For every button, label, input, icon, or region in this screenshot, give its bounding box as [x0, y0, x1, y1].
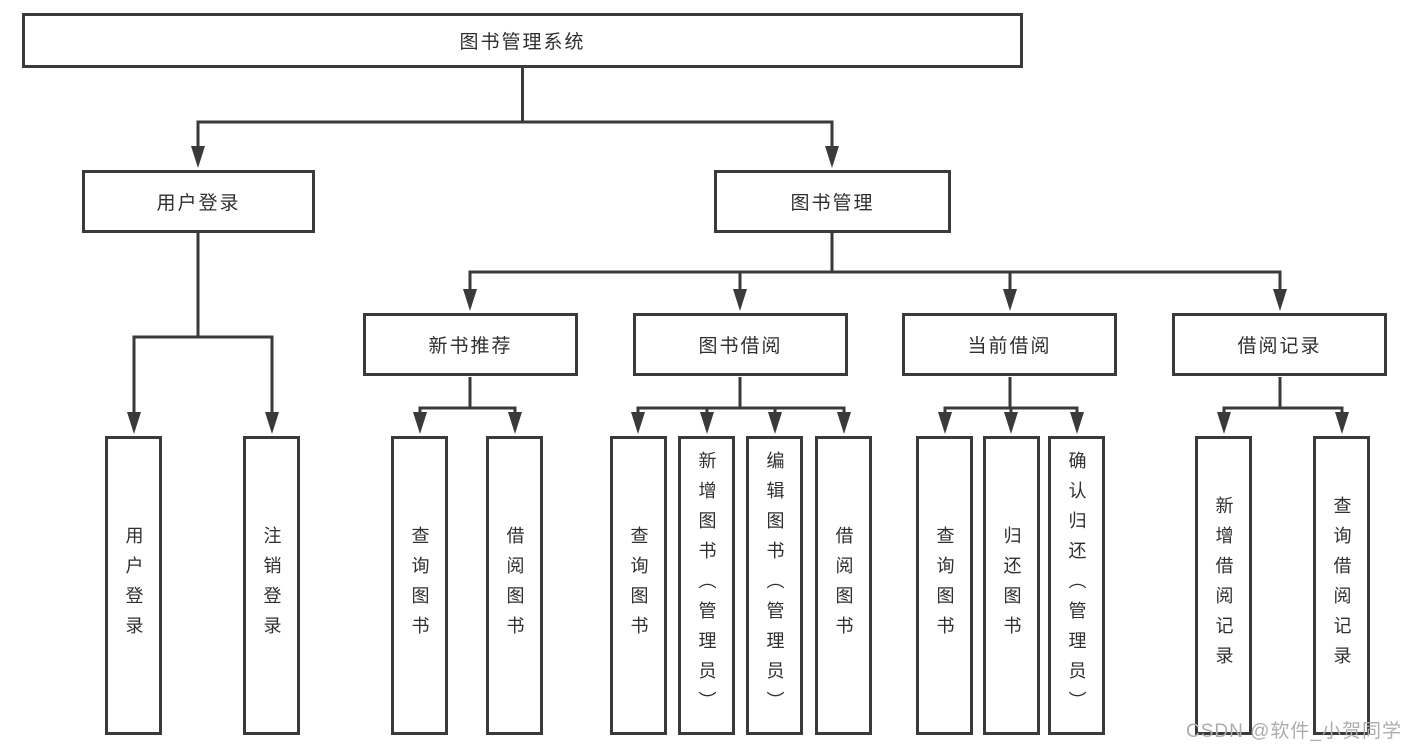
- node-book-borrow: 图书借阅: [633, 313, 848, 376]
- leaf-query-borrow-record: 查询借阅记录: [1313, 436, 1370, 735]
- leaf-borrow-books-recommend: 借阅图书: [486, 436, 543, 735]
- connector-borrow-records-children: [1222, 377, 1344, 414]
- leaf-label: 新增图书（管理员）: [696, 450, 717, 721]
- arrowhead: [1003, 289, 1017, 311]
- leaf-label: 归还图书: [1001, 525, 1022, 646]
- connector-user-login-children: [132, 233, 274, 414]
- arrowhead: [265, 412, 279, 434]
- arrowhead: [191, 146, 205, 168]
- leaf-confirm-return-admin: 确认归还（管理员）: [1048, 436, 1105, 735]
- leaf-label: 用户登录: [123, 525, 144, 646]
- arrowhead: [733, 289, 747, 311]
- node-label: 图书借阅: [698, 336, 783, 357]
- node-label: 当前借阅: [967, 336, 1052, 357]
- connector-book-borrow-children: [636, 377, 846, 414]
- node-user-login: 用户登录: [82, 170, 315, 233]
- arrowhead: [1004, 412, 1018, 434]
- connector-new-book-recommend-children: [418, 377, 517, 414]
- node-book-management: 图书管理: [714, 170, 951, 233]
- leaf-edit-book-admin: 编辑图书（管理员）: [746, 436, 803, 735]
- connector-book-management-children: [468, 233, 1282, 291]
- node-new-book-recommend: 新书推荐: [363, 313, 578, 376]
- leaf-query-books-current: 查询图书: [916, 436, 973, 735]
- leaf-label: 查询图书: [409, 525, 430, 646]
- connector-root-to-level2: [196, 68, 834, 148]
- arrowhead: [837, 412, 851, 434]
- node-library-management-system: 图书管理系统: [22, 13, 1023, 68]
- arrowhead: [1273, 289, 1287, 311]
- leaf-return-book: 归还图书: [983, 436, 1040, 735]
- csdn-watermark: CSDN @软件_小贺同学: [1186, 721, 1402, 742]
- node-borrow-records: 借阅记录: [1172, 313, 1387, 376]
- node-label: 图书管理系统: [459, 32, 586, 53]
- leaf-label: 查询借阅记录: [1331, 495, 1352, 676]
- node-label: 图书管理: [790, 193, 875, 214]
- leaf-borrow-books: 借阅图书: [815, 436, 872, 735]
- arrowhead: [508, 412, 522, 434]
- leaf-label: 新增借阅记录: [1213, 495, 1234, 676]
- leaf-label: 注销登录: [261, 525, 282, 646]
- leaf-logout: 注销登录: [243, 436, 300, 735]
- leaf-label: 借阅图书: [504, 525, 525, 646]
- node-label: 新书推荐: [428, 336, 513, 357]
- leaf-query-books-recommend: 查询图书: [391, 436, 448, 735]
- leaf-user-login: 用户登录: [105, 436, 162, 735]
- arrowhead: [413, 412, 427, 434]
- arrowhead: [825, 146, 839, 168]
- leaf-label: 确认归还（管理员）: [1066, 450, 1087, 721]
- arrowhead: [700, 412, 714, 434]
- node-current-borrow: 当前借阅: [902, 313, 1117, 376]
- arrowhead: [1217, 412, 1231, 434]
- arrowhead: [938, 412, 952, 434]
- leaf-label: 查询图书: [934, 525, 955, 646]
- arrowhead: [768, 412, 782, 434]
- connector-current-borrow-children: [943, 377, 1079, 414]
- arrowhead: [631, 412, 645, 434]
- arrowhead: [1335, 412, 1349, 434]
- node-label: 借阅记录: [1237, 336, 1322, 357]
- arrowhead: [1070, 412, 1084, 434]
- leaf-query-books-borrow: 查询图书: [610, 436, 667, 735]
- leaf-add-borrow-record: 新增借阅记录: [1195, 436, 1252, 735]
- arrowhead: [127, 412, 141, 434]
- leaf-label: 借阅图书: [833, 525, 854, 646]
- leaf-label: 查询图书: [628, 525, 649, 646]
- leaf-label: 编辑图书（管理员）: [764, 450, 785, 721]
- arrowhead: [463, 289, 477, 311]
- leaf-add-book-admin: 新增图书（管理员）: [678, 436, 735, 735]
- node-label: 用户登录: [156, 193, 241, 214]
